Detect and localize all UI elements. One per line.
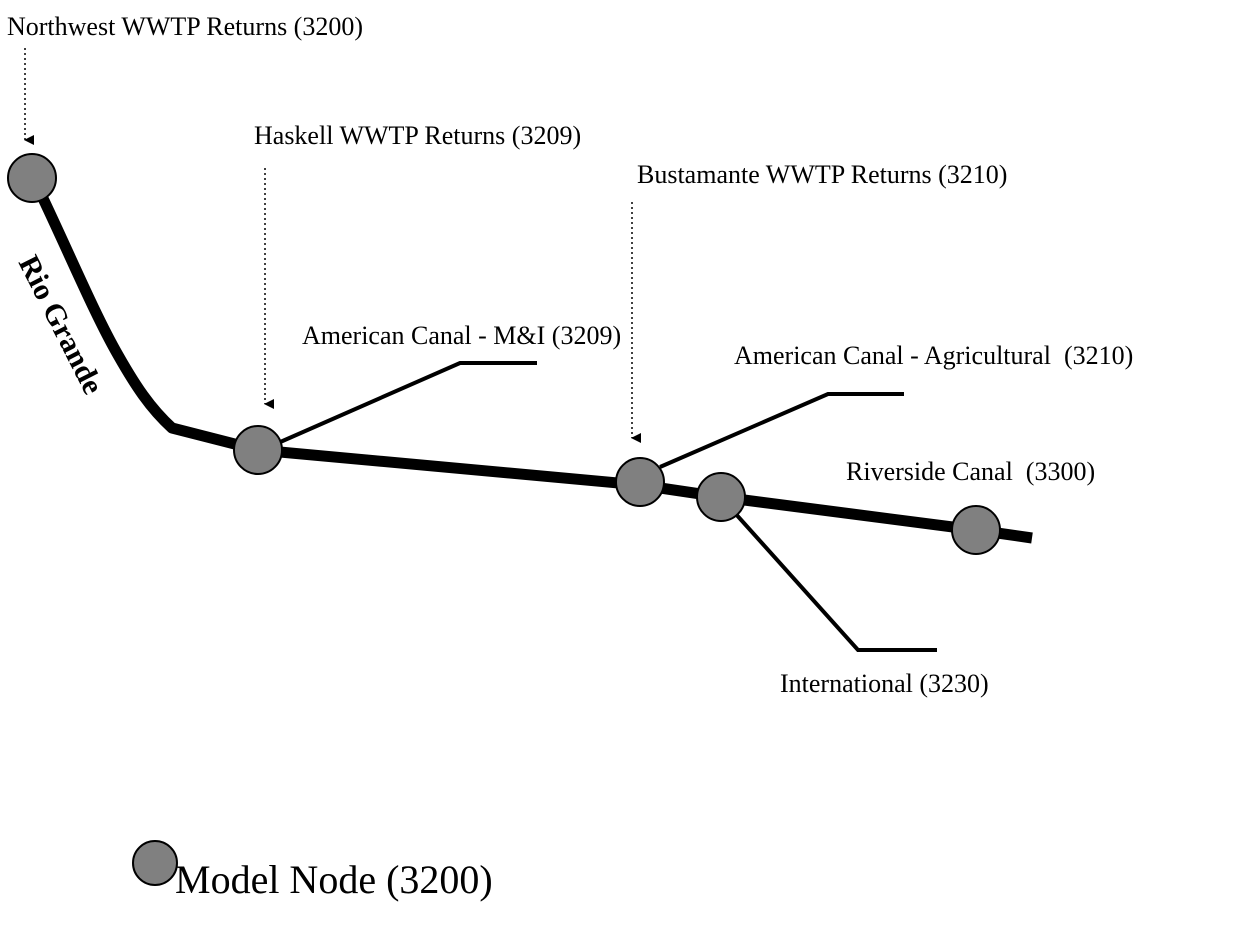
international-canal-line (732, 510, 937, 652)
american-canal-agricultural-line (659, 392, 904, 469)
legend: Model Node (3200) (132, 840, 493, 902)
american-canal-agricultural-label: American Canal - Agricultural (3210) (734, 341, 1133, 370)
american-canal-mi-line (277, 361, 537, 445)
legend-node-icon (132, 840, 178, 886)
model-node-3300 (951, 505, 1001, 555)
rio-grande-river-line (27, 175, 1033, 544)
model-node-3200 (7, 153, 57, 203)
river-label: Rio Grande (12, 250, 110, 399)
legend-node-label: Model Node (3200) (175, 857, 493, 902)
riverside-canal-label: Riverside Canal (3300) (846, 457, 1095, 486)
model-node-3230 (696, 472, 746, 522)
american-canal-mi-label: American Canal - M&I (3209) (302, 321, 621, 350)
northwest-wwtp-returns-label: Northwest WWTP Returns (3200) (7, 12, 363, 41)
model-node-3210 (615, 457, 665, 507)
bustamante-wwtp-returns-label: Bustamante WWTP Returns (3210) (637, 160, 1007, 189)
international-label: International (3230) (780, 669, 989, 698)
model-node-3209 (233, 425, 283, 475)
haskell-wwtp-returns-label: Haskell WWTP Returns (3209) (254, 121, 581, 150)
